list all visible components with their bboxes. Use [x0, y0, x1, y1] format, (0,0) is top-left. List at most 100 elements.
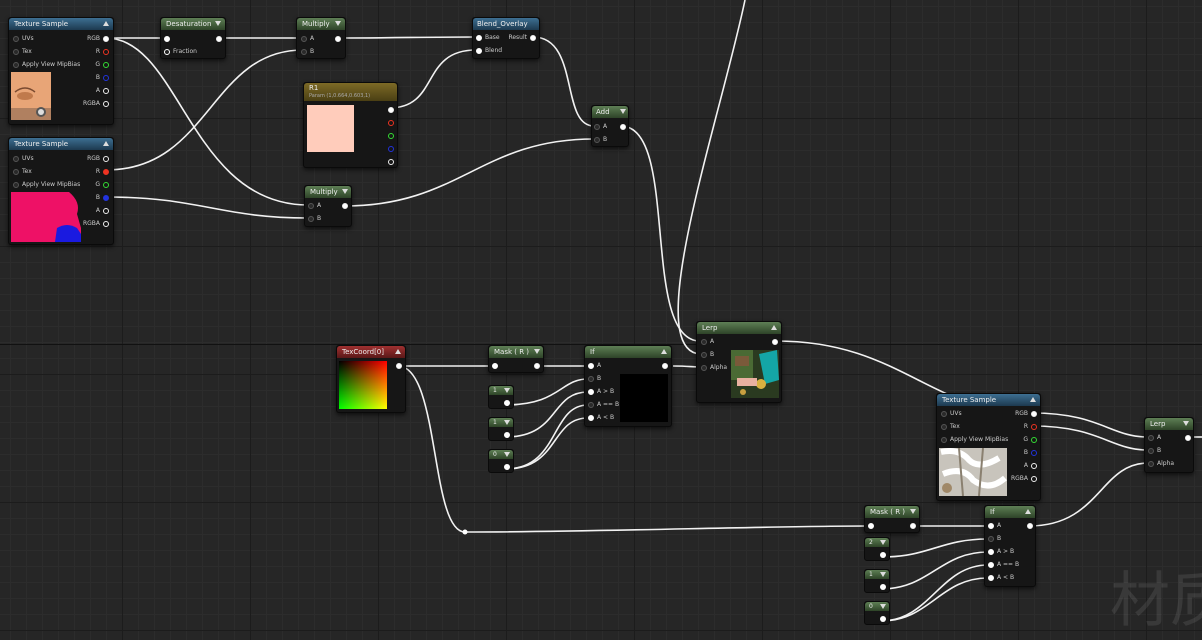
input-pin-alpha[interactable]: Alpha: [1148, 459, 1174, 469]
collapse-icon[interactable]: [620, 109, 626, 114]
output-pin[interactable]: [213, 34, 222, 44]
texture-sample-node-1[interactable]: Texture Sample UVs Tex Apply View MipBia…: [8, 17, 114, 125]
output-pin[interactable]: [769, 337, 778, 347]
output-pin-rgb[interactable]: RGB: [1015, 409, 1037, 419]
collapse-icon[interactable]: [910, 509, 916, 514]
input-pin[interactable]: Tex: [941, 422, 960, 432]
input-pin[interactable]: [868, 521, 877, 531]
output-pin[interactable]: [880, 584, 886, 590]
collapse-icon[interactable]: [1030, 397, 1036, 402]
input-pin[interactable]: Apply View MipBias: [13, 60, 80, 70]
input-pin-fraction[interactable]: Fraction: [164, 47, 197, 57]
collapse-icon[interactable]: [504, 452, 510, 457]
input-pin-a[interactable]: A: [308, 201, 321, 211]
output-pin-g[interactable]: G: [95, 180, 109, 190]
output-pin-r[interactable]: [385, 118, 394, 128]
collapse-icon[interactable]: [661, 349, 667, 354]
collapse-icon[interactable]: [335, 21, 341, 26]
output-pin[interactable]: [531, 361, 540, 371]
input-pin-a[interactable]: A: [1148, 433, 1161, 443]
lerp-node-1[interactable]: Lerp A B Alpha: [696, 321, 782, 403]
output-pin-result[interactable]: Result: [508, 33, 536, 43]
texture-sample-node-3[interactable]: Texture Sample UVs Tex Apply View MipBia…: [936, 393, 1041, 501]
collapse-icon[interactable]: [215, 21, 221, 26]
multiply-node-1[interactable]: Multiply A B: [296, 17, 346, 59]
input-pin-a[interactable]: A: [588, 361, 601, 371]
output-pin[interactable]: [1182, 433, 1191, 443]
output-pin[interactable]: [339, 201, 348, 211]
output-pin-b[interactable]: B: [96, 73, 109, 83]
output-pin[interactable]: [880, 552, 886, 558]
collapse-icon[interactable]: [504, 420, 510, 425]
output-pin[interactable]: [907, 521, 916, 531]
input-pin-b[interactable]: B: [301, 47, 314, 57]
input-pin[interactable]: UVs: [13, 34, 34, 44]
output-pin[interactable]: [617, 122, 626, 132]
mask-node-1[interactable]: Mask ( R ): [488, 345, 544, 373]
output-pin-b[interactable]: B: [96, 193, 109, 203]
constant-node[interactable]: 2: [864, 537, 890, 561]
output-pin-b[interactable]: B: [1024, 448, 1037, 458]
output-pin[interactable]: [504, 400, 510, 406]
output-pin-rgb[interactable]: [385, 105, 394, 115]
input-pin-a[interactable]: A: [301, 34, 314, 44]
constant-node[interactable]: 0: [488, 449, 514, 473]
output-pin-rgb[interactable]: RGB: [87, 154, 109, 164]
collapse-icon[interactable]: [342, 189, 348, 194]
output-pin-r[interactable]: R: [96, 167, 109, 177]
input-pin[interactable]: Tex: [13, 167, 32, 177]
input-pin-b[interactable]: B: [594, 135, 607, 145]
output-pin-g[interactable]: G: [1023, 435, 1037, 445]
input-pin-a-less-b[interactable]: A < B: [588, 413, 614, 423]
input-pin-alpha[interactable]: Alpha: [701, 363, 727, 373]
input-pin-a[interactable]: A: [594, 122, 607, 132]
output-pin[interactable]: [393, 361, 402, 371]
output-pin-r[interactable]: R: [96, 47, 109, 57]
constant-node[interactable]: 1: [864, 569, 890, 593]
output-pin[interactable]: [1024, 521, 1033, 531]
input-pin[interactable]: Apply View MipBias: [13, 180, 80, 190]
collapse-icon[interactable]: [1183, 421, 1189, 426]
input-pin-a-greater-b[interactable]: A > B: [988, 547, 1014, 557]
desaturation-node[interactable]: Desaturation Fraction: [160, 17, 226, 59]
collapse-icon[interactable]: [880, 572, 886, 577]
input-pin-a-greater-b[interactable]: A > B: [588, 387, 614, 397]
output-pin[interactable]: [504, 432, 510, 438]
constant-node[interactable]: 1: [488, 385, 514, 409]
input-pin-a-equals-b[interactable]: A == B: [988, 560, 1019, 570]
input-pin-b[interactable]: B: [701, 350, 714, 360]
collapse-icon[interactable]: [504, 388, 510, 393]
output-pin-a[interactable]: A: [96, 206, 109, 216]
input-pin-b[interactable]: B: [308, 214, 321, 224]
add-node[interactable]: Add A B: [591, 105, 629, 147]
output-pin-a[interactable]: A: [1024, 461, 1037, 471]
output-pin-rgba[interactable]: RGBA: [83, 99, 109, 109]
input-pin-a[interactable]: A: [701, 337, 714, 347]
constant-node[interactable]: 1: [488, 417, 514, 441]
texcoord-node[interactable]: TexCoord[0]: [336, 345, 406, 413]
input-pin-base[interactable]: Base: [476, 33, 500, 43]
input-pin[interactable]: Apply View MipBias: [941, 435, 1008, 445]
lerp-node-2[interactable]: Lerp A B Alpha: [1144, 417, 1194, 473]
collapse-icon[interactable]: [103, 141, 109, 146]
collapse-icon[interactable]: [771, 325, 777, 330]
input-pin[interactable]: Tex: [13, 47, 32, 57]
output-pin-rgba[interactable]: RGBA: [1011, 474, 1037, 484]
output-pin[interactable]: [332, 34, 341, 44]
constant-node[interactable]: 0: [864, 601, 890, 625]
input-pin-b[interactable]: B: [988, 534, 1001, 544]
collapse-icon[interactable]: [880, 604, 886, 609]
output-pin-rgb[interactable]: RGB: [87, 34, 109, 44]
output-pin[interactable]: [504, 464, 510, 470]
input-pin-a-less-b[interactable]: A < B: [988, 573, 1014, 583]
output-pin-a[interactable]: [385, 157, 394, 167]
collapse-icon[interactable]: [103, 21, 109, 26]
input-pin-blend[interactable]: Blend: [476, 46, 502, 56]
output-pin-a[interactable]: A: [96, 86, 109, 96]
output-pin-r[interactable]: R: [1024, 422, 1037, 432]
input-pin-b[interactable]: B: [1148, 446, 1161, 456]
if-node-1[interactable]: If A B A > B A == B A < B: [584, 345, 672, 427]
input-pin-b[interactable]: B: [588, 374, 601, 384]
texture-sample-node-2[interactable]: Texture Sample UVs Tex Apply View MipBia…: [8, 137, 114, 245]
